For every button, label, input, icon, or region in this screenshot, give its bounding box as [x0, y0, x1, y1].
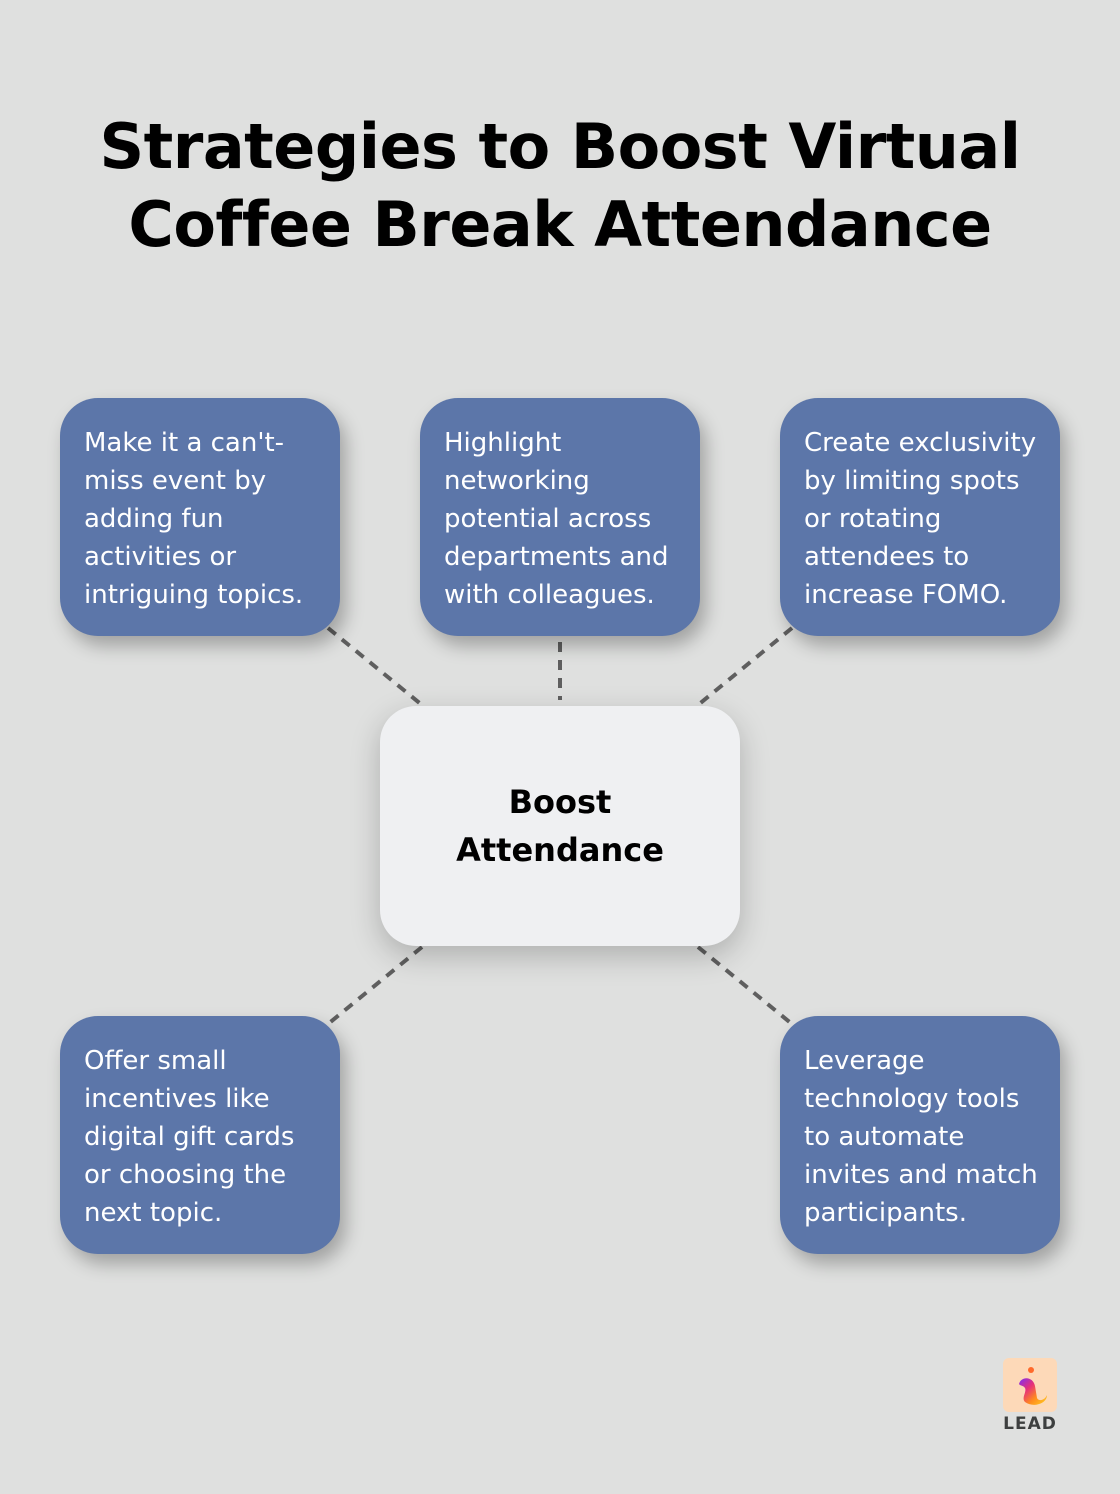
- connector-top-right: [696, 626, 794, 707]
- strategy-node-top-left: Make it a can't-miss event by adding fun…: [60, 398, 340, 636]
- connector-top-left: [326, 626, 424, 707]
- node-text: Leverage technology tools to automate in…: [804, 1046, 1038, 1228]
- strategy-node-top-right: Create exclusivity by limiting spots or …: [780, 398, 1060, 636]
- strategy-node-bottom-left: Offer small incentives like digital gift…: [60, 1016, 340, 1254]
- title-line-1: Strategies to Boost Virtual: [99, 110, 1021, 183]
- connector-bottom-left: [326, 945, 424, 1026]
- center-node: Boost Attendance: [380, 706, 740, 946]
- page-title: Strategies to Boost Virtual Coffee Break…: [0, 108, 1120, 264]
- title-line-2: Coffee Break Attendance: [128, 188, 992, 261]
- connector-bottom-right: [696, 945, 794, 1026]
- lead-bird-icon: [1003, 1358, 1057, 1412]
- center-label-line-1: Boost: [508, 783, 612, 821]
- node-text: Make it a can't-miss event by adding fun…: [84, 428, 304, 610]
- node-text: Offer small incentives like digital gift…: [84, 1046, 295, 1228]
- node-text: Create exclusivity by limiting spots or …: [804, 428, 1037, 610]
- strategy-node-bottom-right: Leverage technology tools to automate in…: [780, 1016, 1060, 1254]
- logo-text: LEAD: [1003, 1414, 1057, 1434]
- node-text: Highlight networking potential across de…: [444, 428, 669, 610]
- strategy-node-top-center: Highlight networking potential across de…: [420, 398, 700, 636]
- center-label-line-2: Attendance: [456, 831, 664, 869]
